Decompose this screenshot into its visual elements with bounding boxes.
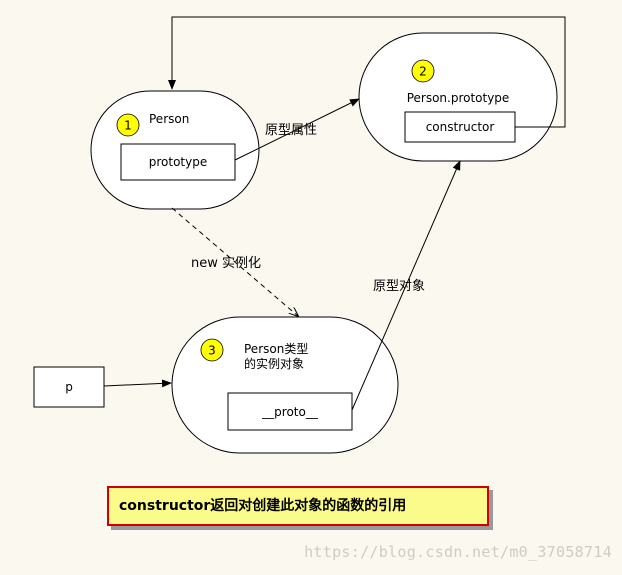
node-prototype-badge [411,59,435,83]
node-instance: 3 Person类型 的实例对象 __proto__ [171,316,399,454]
node-prototype-constructor-box [404,111,516,143]
node-instance-badge-number: 3 [208,344,216,358]
node-instance-title-line1: Person类型 [244,342,308,356]
edge-proto-to-prototype [351,160,461,411]
node-instance-shape [171,316,399,454]
node-prototype: 2 Person.prototype constructor [358,32,558,162]
node-p-label: p [65,380,73,394]
edge-constructor-to-person [168,16,566,128]
edge-prototype-to-prototype-object [234,98,360,161]
node-person-badge-number: 1 [124,119,132,133]
edge-p-to-instance [103,379,172,388]
edge-label-prototype-object: 原型对象 [373,279,425,294]
edge-label-instantiate: new 实例化 [191,256,261,271]
node-person-title: Person [149,112,189,126]
node-prototype-title: Person.prototype [407,91,510,105]
node-person-prototype-label: prototype [149,155,207,169]
node-prototype-constructor-label: constructor [426,120,495,134]
node-instance-proto-box [227,392,353,431]
node-person-badge [116,113,140,137]
edge-person-instantiate [171,207,298,316]
node-instance-proto-label: __proto__ [261,405,319,419]
edge-label-prototype-property: 原型属性 [265,123,317,138]
node-p-box [33,366,105,408]
node-person-prototype-box [120,143,236,181]
node-person: 1 Person prototype [90,90,260,210]
caption-box: constructor返回对创建此对象的函数的引用 [107,486,489,526]
node-instance-title-line2: 的实例对象 [244,356,304,371]
node-prototype-badge-number: 2 [419,65,427,79]
watermark: https://blog.csdn.net/m0_37058714 [304,543,612,561]
node-p: p [33,366,105,408]
node-instance-badge [200,338,224,362]
